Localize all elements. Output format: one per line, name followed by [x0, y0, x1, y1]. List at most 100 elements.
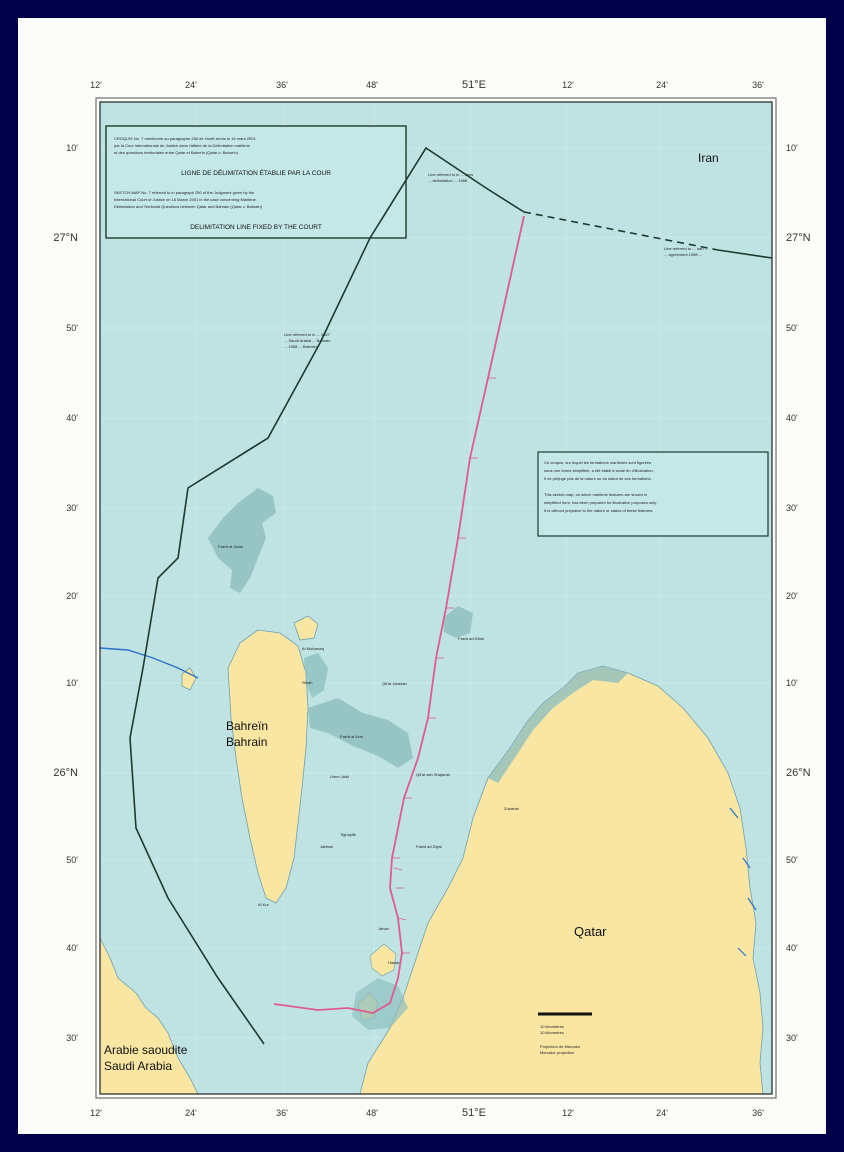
right-tick-8: 26°N — [786, 767, 811, 779]
note-en-3: It is without prejudice to the nature or… — [544, 508, 653, 513]
bottom-tick-1: 12' — [90, 1108, 102, 1118]
feature-sitrah: Sitrah — [302, 680, 312, 685]
left-tick-2: 27°N — [53, 232, 78, 244]
map-frame-outer — [95, 97, 777, 1099]
right-tick-7: 10' — [786, 678, 798, 688]
top-tick-8: 36' — [752, 80, 764, 90]
scale-text-1: 10 kilomètres — [540, 1024, 564, 1029]
left-tick-1: 10' — [66, 143, 78, 153]
legend-fr-fine-2: par la Cour internationale de Justice da… — [114, 143, 251, 148]
west-channel — [99, 647, 199, 679]
annotation-right-2: ... agreement 1958 ... — [664, 252, 702, 257]
feature-fasht-ad-dibal: Fasht ad Dibal — [458, 636, 484, 641]
annotation-right: Line referred to ... Iran ... — [664, 246, 708, 251]
left-tick-8: 26°N — [53, 767, 78, 779]
feature-tighaylib: Tighaylib — [340, 832, 357, 837]
fasht-al-jarim — [208, 488, 276, 593]
top-tick-7: 24' — [656, 80, 668, 90]
bahrain-land — [227, 629, 309, 904]
bahrain-east-shoal — [304, 653, 328, 698]
court-delimitation-line — [273, 215, 525, 1014]
map-sheet: CROQUIS No. 7 mentionné au paragraphe 25… — [18, 18, 826, 1134]
label-bahrain-fr: Bahreïn — [226, 719, 268, 733]
right-tick-11: 30' — [786, 1033, 798, 1043]
right-tick-9: 50' — [786, 855, 798, 865]
feature-fasht-ad-diyal: Fasht ad Diyal — [416, 844, 442, 849]
feature-al-kur: Al Kur — [258, 902, 270, 907]
boundary-east — [717, 249, 773, 259]
court-line-ticks — [392, 377, 496, 954]
scale-text-2: 10 kilometres — [540, 1030, 564, 1035]
annotation-line-top-2: ... delimitation ... 1958 — [428, 178, 468, 183]
legend-en-fine-2: International Court of Justice on 16 Mar… — [114, 197, 257, 202]
label-bahrain-en: Bahrain — [226, 735, 267, 749]
bottom-tick-6: 12' — [562, 1108, 574, 1118]
left-tick-10: 40' — [66, 943, 78, 953]
feature-fasht-al-jarim: Fasht al Jarim — [218, 544, 244, 549]
top-tick-1: 12' — [90, 80, 102, 90]
east-coast-marks — [729, 807, 757, 957]
annotation-center-3: ... 1958 ... Bahrain — [284, 344, 317, 349]
feature-fasht-al-azm: Fasht al Azm — [340, 734, 364, 739]
left-tick-4: 40' — [66, 413, 78, 423]
right-tick-10: 40' — [786, 943, 798, 953]
bottom-tick-2: 24' — [185, 1108, 197, 1118]
bottom-tick-4: 48' — [366, 1108, 378, 1118]
right-tick-1: 10' — [786, 143, 798, 153]
fasht-al-azm — [308, 698, 413, 768]
legend-box — [105, 125, 407, 239]
feature-al-muharraq: Al Muharraq — [302, 646, 324, 651]
top-tick-3: 36' — [276, 80, 288, 90]
right-tick-3: 50' — [786, 323, 798, 333]
left-tick-7: 10' — [66, 678, 78, 688]
note-fr-2: sous une forme simplifiée, a été établi … — [544, 468, 654, 473]
left-tick-6: 20' — [66, 591, 78, 601]
feature-qitat-jaradah: Qit'at Jaradah — [382, 681, 407, 686]
bottom-tick-7: 24' — [656, 1108, 668, 1118]
top-tick-5: 51°E — [462, 79, 486, 91]
legend-fr-fine-1: CROQUIS No. 7 mentionné au paragraphe 25… — [114, 136, 257, 141]
label-qatar: Qatar — [574, 924, 607, 939]
annotation-center-2: ... Saudi Arabia ... Bahrain — [284, 338, 330, 343]
muharraq-land — [293, 615, 319, 641]
legend-fr-heading: LIGNE DE DÉLIMITATION ÉTABLIE PAR LA COU… — [181, 168, 331, 177]
legend-en-fine-3: Delimitation and Territorial Questions b… — [114, 204, 263, 209]
label-saudi-fr: Arabie saoudite — [104, 1043, 188, 1057]
scale-text-3: Projection de Mercator — [540, 1044, 581, 1049]
note-box — [537, 451, 769, 537]
note-fr-1: Ce croquis, sur lequel les formations ma… — [544, 460, 651, 465]
bottom-tick-3: 36' — [276, 1108, 288, 1118]
feature-qitat-ash-shajarah: Qit'at ash Shajarah — [416, 772, 450, 777]
legend-en-fine-1: SKETCH-MAP No. 7 referred to in paragrap… — [114, 190, 255, 195]
umm-nasan-land — [181, 667, 197, 691]
bottom-tick-5: 51°E — [462, 1107, 486, 1119]
note-en-2: simplified form, has been prepared for i… — [544, 500, 657, 505]
qatar-shoal — [488, 666, 628, 783]
annotation-line-top: Line referred to in ... lines — [428, 172, 473, 177]
feature-umm-jalid: Umm Jalid — [330, 774, 349, 779]
map-frame-inner — [99, 101, 773, 1095]
left-tick-5: 30' — [66, 503, 78, 513]
label-iran: Iran — [698, 151, 719, 165]
annotation-center-1: Line referred to in ... 1947 — [284, 332, 331, 337]
feature-jabbari: Jabbari — [320, 844, 333, 849]
top-tick-6: 12' — [562, 80, 574, 90]
note-en-1: This sketch-map, on which maritime featu… — [544, 492, 647, 497]
feature-zubarah: Zubarah — [504, 806, 519, 811]
left-tick-3: 50' — [66, 323, 78, 333]
right-tick-4: 40' — [786, 413, 798, 423]
top-tick-2: 24' — [185, 80, 197, 90]
feature-janan: Janan — [378, 926, 389, 931]
label-saudi-en: Saudi Arabia — [104, 1059, 172, 1073]
bottom-tick-8: 36' — [752, 1108, 764, 1118]
right-tick-2: 27°N — [786, 232, 811, 244]
right-tick-6: 20' — [786, 591, 798, 601]
hawar-islands — [369, 943, 397, 977]
left-tick-11: 30' — [66, 1033, 78, 1043]
fasht-ad-dibal — [443, 606, 473, 638]
scale-text-4: Mercator projection — [540, 1050, 574, 1055]
legend-en-heading: DELIMITATION LINE FIXED BY THE COURT — [190, 224, 322, 231]
note-fr-3: Il ne préjuge pas de la nature ou du sta… — [544, 476, 652, 481]
top-tick-4: 48' — [366, 80, 378, 90]
legend-fr-fine-3: et des questions territoriales entre Qat… — [114, 150, 239, 155]
